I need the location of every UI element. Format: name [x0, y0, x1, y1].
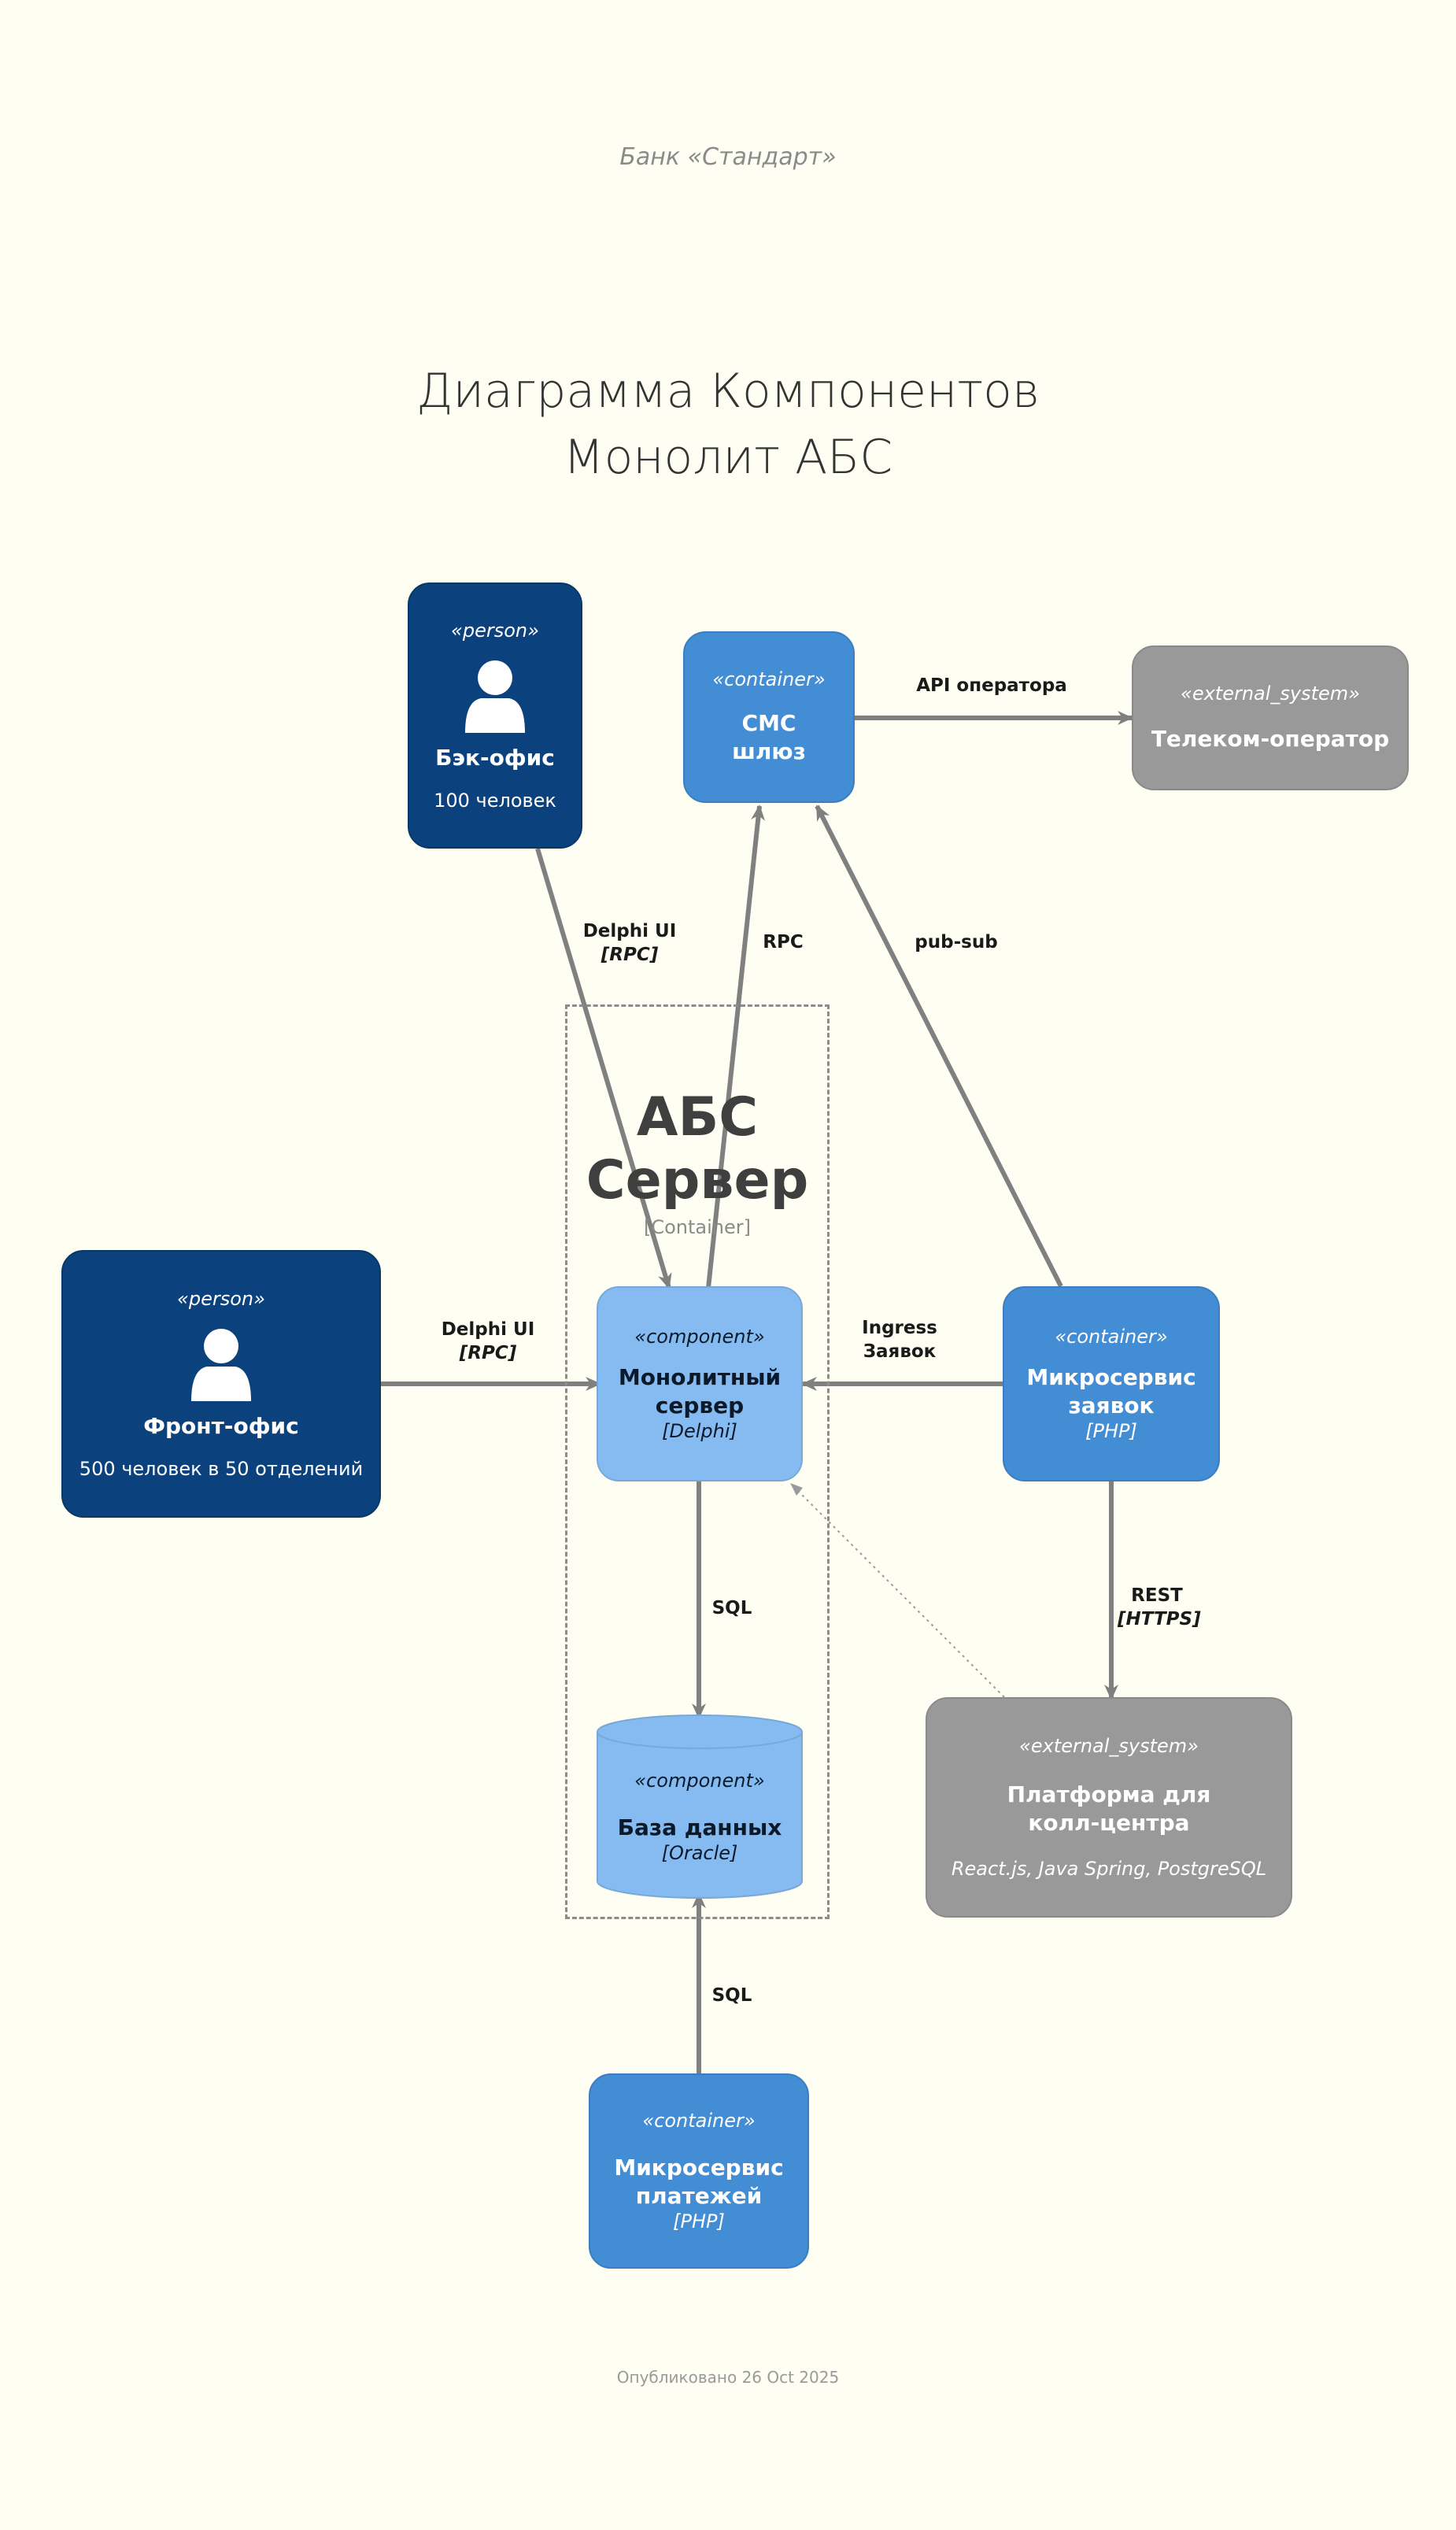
edge-label-tech: [HTTPS]	[1118, 1609, 1201, 1629]
monolith-name-line-1: Монолитный	[618, 1364, 782, 1390]
edge-callcenter-to-monolith-dotted	[794, 1487, 1005, 1698]
sms-gateway-stereotype: «container»	[712, 668, 826, 690]
payments-ms-stereotype: «container»	[642, 2110, 756, 2132]
callcenter-description: React.js, Java Spring, PostgreSQL	[951, 1858, 1267, 1880]
sms-gateway-name-line-1: СМС	[741, 710, 796, 736]
payments-microservice-container[interactable]: «container» Микросервис платежей [PHP]	[589, 2073, 809, 2269]
back-office-stereotype: «person»	[451, 620, 539, 642]
boundary-name-line-1: АБС	[636, 1086, 759, 1148]
boundary-type: [Container]	[643, 1216, 751, 1238]
requests-microservice-container[interactable]: «container» Микросервис заявок [PHP]	[1003, 1286, 1220, 1481]
callcenter-name-line-2: колл-центра	[1028, 1810, 1190, 1836]
database-label-area: «component» База данных [Oracle]	[597, 1746, 803, 1888]
sms-gateway-name-line-2: шлюз	[732, 738, 806, 764]
back-office-description: 100 человек	[434, 790, 556, 812]
person-icon	[191, 1329, 251, 1401]
boundary-name-line-2: Сервер	[586, 1149, 809, 1211]
edge-label-requests-to-callcenter: REST [HTTPS]	[1118, 1584, 1201, 1631]
sms-gateway-container[interactable]: «container» СМС шлюз	[683, 631, 855, 803]
title-line-1: Диаграмма Компонентов	[416, 364, 1040, 419]
requests-ms-technology: [PHP]	[1085, 1420, 1137, 1442]
edge-requests-to-sms	[815, 804, 1063, 1288]
front-office-person[interactable]: «person» Фронт-офис 500 человек в 50 отд…	[61, 1250, 381, 1518]
diagram-title: Диаграмма Компонентов Монолит АБС	[0, 358, 1456, 490]
database-technology: [Oracle]	[661, 1842, 738, 1864]
callcenter-name-line-1: Платформа для	[1007, 1781, 1211, 1807]
abs-server-boundary	[565, 1004, 830, 1919]
telecom-name: Телеком-оператор	[1151, 726, 1390, 752]
edge-label-text: Delphi UI	[582, 921, 677, 941]
edge-label-monolith-to-db: SQL	[711, 1598, 752, 1618]
edge-monolith-to-sms	[706, 804, 766, 1289]
edge-label-front-to-monolith: Delphi UI [RPC]	[441, 1318, 535, 1365]
front-office-description: 500 человек в 50 отделений	[79, 1458, 364, 1480]
edge-label-line-2: Заявок	[863, 1341, 937, 1362]
edge-label-text: REST	[1131, 1585, 1183, 1606]
title-line-2: Монолит АБС	[563, 430, 893, 485]
requests-ms-name-line-2: заявок	[1068, 1393, 1155, 1419]
monolith-name-line-2: сервер	[655, 1393, 745, 1419]
payments-ms-name-line-2: платежей	[635, 2183, 763, 2209]
front-office-stereotype: «person»	[177, 1288, 265, 1310]
edge-label-text: Delphi UI	[441, 1319, 535, 1340]
edge-label-line-1: Ingress	[862, 1318, 937, 1338]
back-office-person[interactable]: «person» Бэк-офис 100 человек	[408, 583, 582, 849]
edge-label-sms-to-telecom: API оператора	[916, 675, 1067, 696]
monolith-stereotype: «component»	[634, 1326, 765, 1348]
edge-label-monolith-to-sms: RPC	[763, 932, 804, 952]
callcenter-stereotype: «external_system»	[1019, 1735, 1199, 1757]
telecom-stereotype: «external_system»	[1181, 682, 1360, 705]
telecom-operator-system[interactable]: «external_system» Телеком-оператор	[1132, 645, 1409, 790]
database-stereotype: «component»	[634, 1770, 765, 1792]
requests-ms-stereotype: «container»	[1055, 1326, 1168, 1348]
edge-label-tech: [RPC]	[459, 1343, 517, 1363]
front-office-name: Фронт-офис	[143, 1413, 299, 1439]
edge-label-back-to-monolith: Delphi UI [RPC]	[582, 919, 677, 967]
dotted-arrowhead	[790, 1483, 803, 1496]
edge-label-payments-to-db: SQL	[711, 1985, 752, 2006]
payments-ms-name-line-1: Микросервис	[614, 2155, 784, 2180]
monolith-technology: [Delphi]	[662, 1420, 737, 1442]
monolith-server-component[interactable]: «component» Монолитный сервер [Delphi]	[597, 1286, 803, 1481]
edge-label-requests-to-monolith: Ingress Заявок	[856, 1316, 943, 1363]
callcenter-platform-system[interactable]: «external_system» Платформа для колл-цен…	[926, 1697, 1292, 1918]
edge-label-tech: [RPC]	[601, 945, 659, 965]
database-component[interactable]: «component» База данных [Oracle]	[597, 1714, 803, 1899]
person-icon	[465, 660, 525, 733]
database-name: База данных	[617, 1814, 782, 1840]
published-footer: Опубликовано 26 Oct 2025	[616, 2368, 840, 2387]
diagram-header: Банк «Стандарт»	[619, 143, 837, 171]
back-office-name: Бэк-офис	[435, 745, 555, 771]
payments-ms-technology: [PHP]	[673, 2210, 725, 2232]
boundary-name: АБС Сервер	[565, 1086, 830, 1212]
requests-ms-name-line-1: Микросервис	[1026, 1364, 1196, 1390]
database-cylinder-shape	[597, 1714, 803, 1899]
edge-back-to-monolith	[535, 848, 672, 1289]
edge-label-requests-to-sms: pub-sub	[915, 932, 998, 952]
